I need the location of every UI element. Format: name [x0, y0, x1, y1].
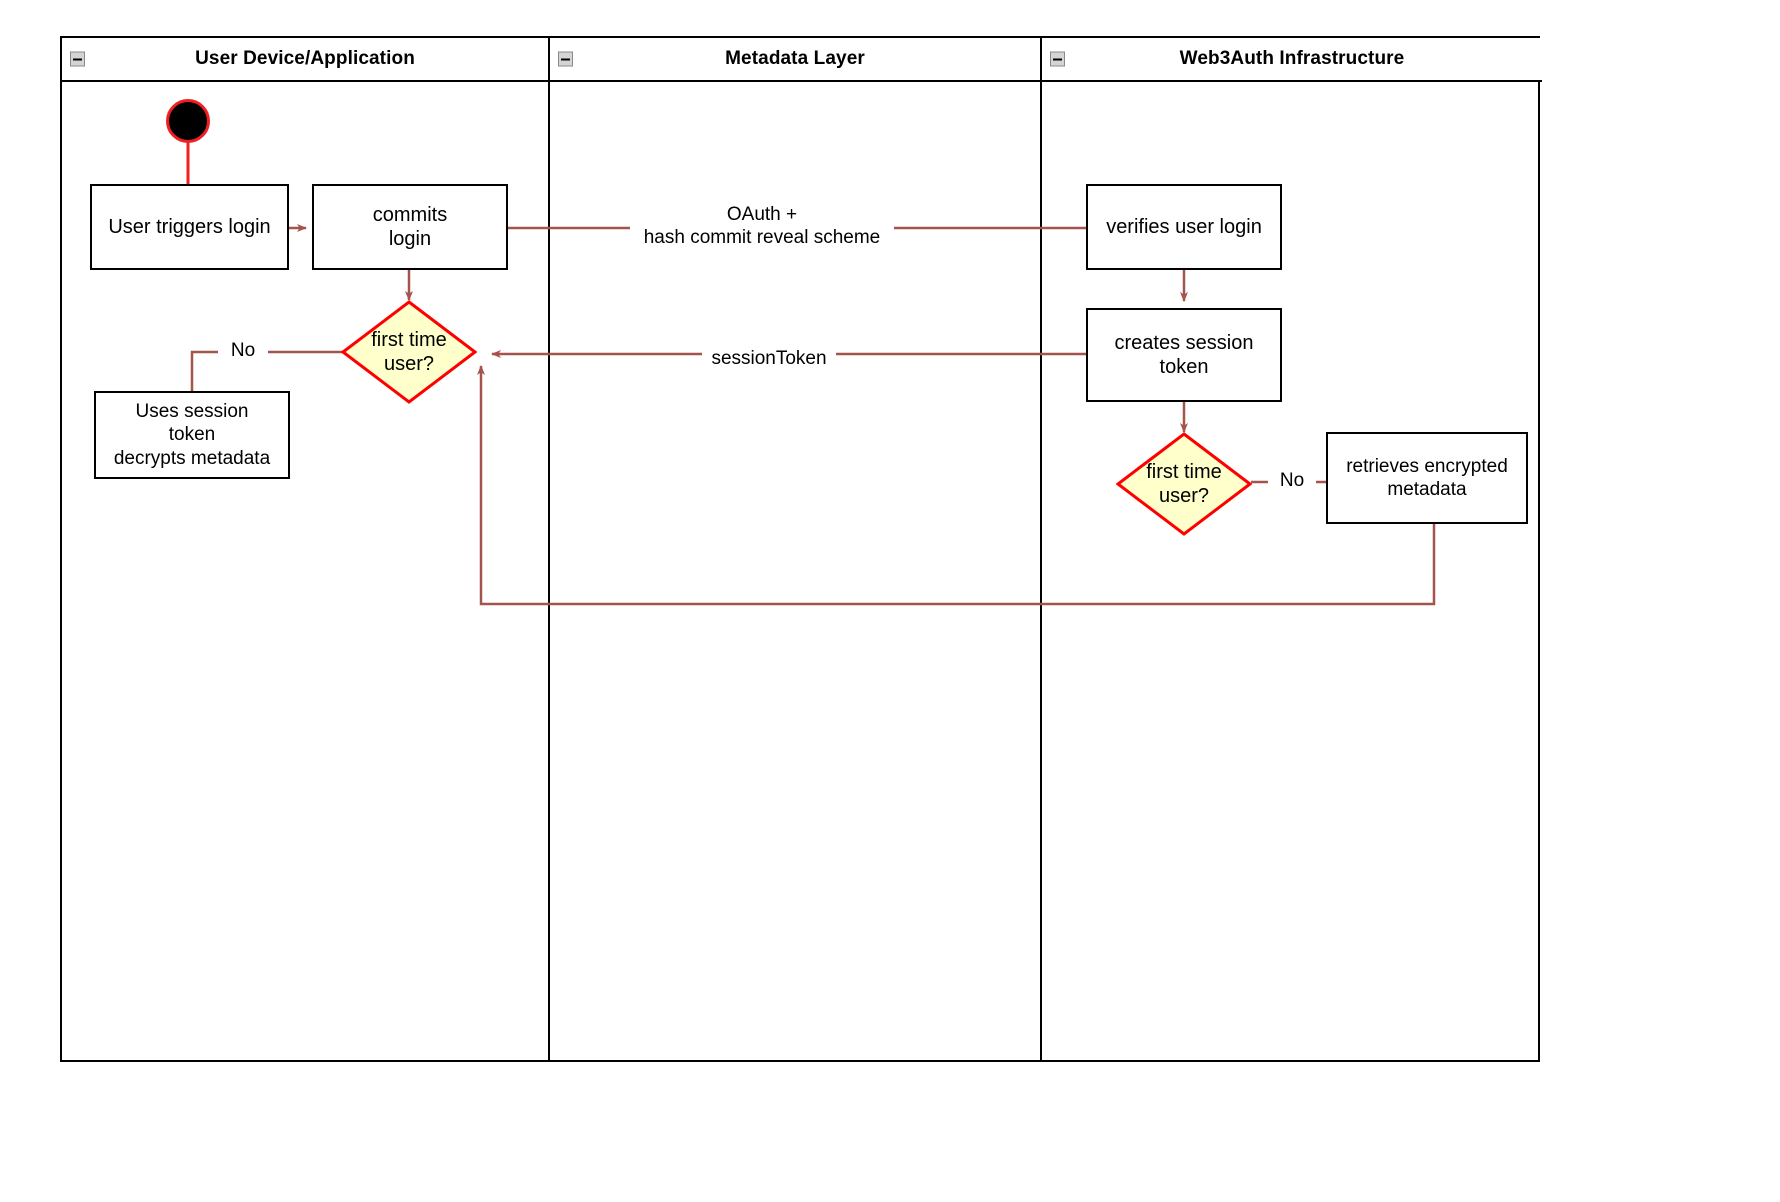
edge-label-oauth: OAuth + hash commit reveal scheme	[630, 204, 894, 250]
swimlane-metadata-layer[interactable]: Metadata Layer	[550, 38, 1042, 1060]
activity-uses-session-token[interactable]: Uses session token decrypts metadata	[94, 391, 290, 479]
activity-creates-session-token[interactable]: creates session token	[1086, 308, 1282, 402]
edge-label-no-client: No	[218, 340, 268, 363]
swimlane-header-user-device[interactable]: User Device/Application	[62, 38, 548, 82]
swimlane-title-web3auth: Web3Auth Infrastructure	[1179, 48, 1405, 69]
decision-first-time-user-server[interactable]: first time user?	[1116, 432, 1252, 536]
swimlane-title-metadata-layer: Metadata Layer	[725, 48, 865, 69]
edge-label-no-server: No	[1268, 470, 1316, 493]
swimlane-header-web3auth[interactable]: Web3Auth Infrastructure	[1042, 38, 1542, 82]
activity-verifies-user-login[interactable]: verifies user login	[1086, 184, 1282, 270]
initial-node[interactable]	[166, 99, 210, 143]
activity-commits-login[interactable]: commits login	[312, 184, 508, 270]
minus-box-icon[interactable]	[558, 51, 573, 67]
activity-retrieves-encrypted-metadata[interactable]: retrieves encrypted metadata	[1326, 432, 1528, 524]
swimlane-title-user-device: User Device/Application	[195, 48, 415, 69]
swimlane-header-metadata-layer[interactable]: Metadata Layer	[550, 38, 1040, 82]
edge-label-session-token: sessionToken	[702, 348, 836, 371]
swimlane-web3auth[interactable]: Web3Auth Infrastructure	[1042, 38, 1542, 1060]
minus-box-icon[interactable]	[70, 51, 85, 67]
decision-first-time-user-client[interactable]: first time user?	[341, 300, 477, 404]
minus-box-icon[interactable]	[1050, 51, 1065, 67]
activity-user-triggers-login[interactable]: User triggers login	[90, 184, 289, 270]
